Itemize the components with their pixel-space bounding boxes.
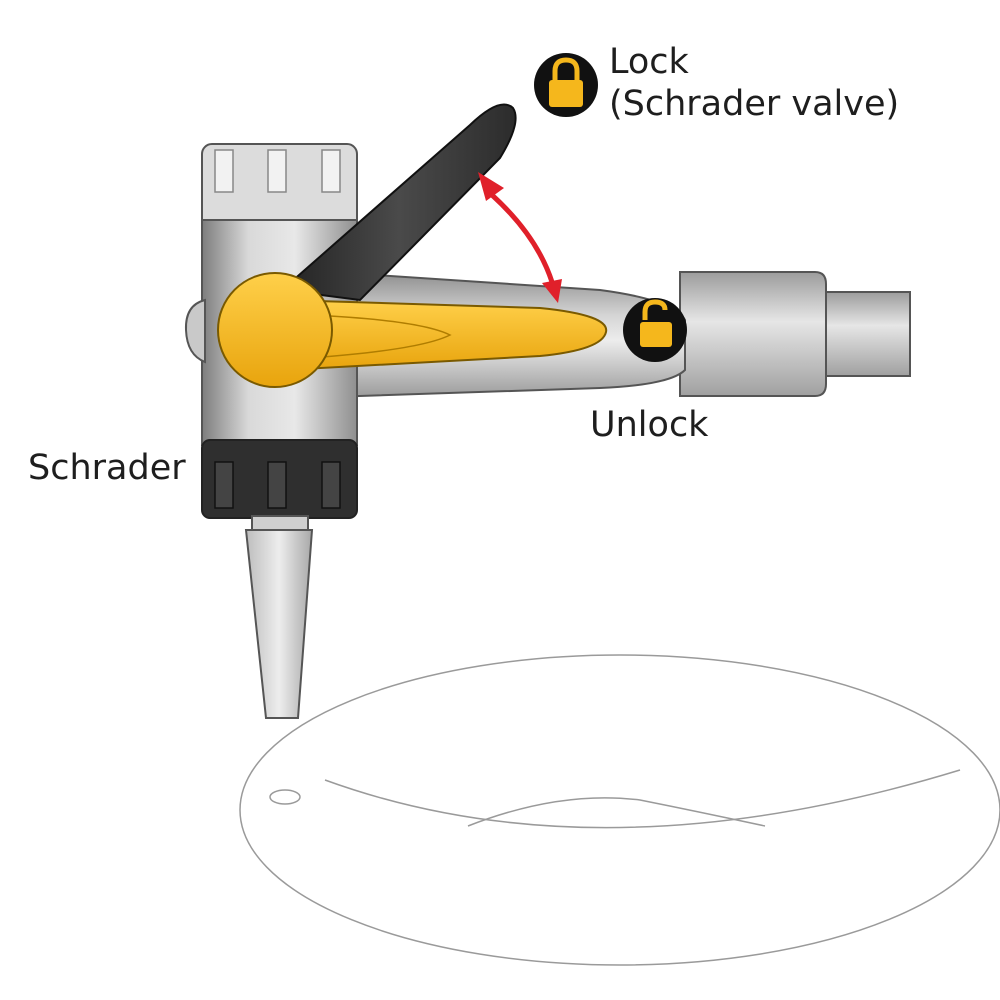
- lever-unlock-position: [217, 272, 608, 388]
- locked-padlock-icon: [534, 53, 598, 117]
- tire-outline: [239, 654, 1000, 966]
- unlocked-padlock-icon: [623, 298, 687, 362]
- unlock-label: Unlock: [590, 405, 709, 445]
- lock-schrader-valve-label: (Schrader valve): [609, 84, 900, 124]
- schrader-nozzle: [244, 515, 314, 719]
- lock-label: Lock: [609, 42, 689, 82]
- schrader-label: Schrader: [28, 448, 186, 488]
- rotation-arrow-icon: [478, 172, 562, 303]
- hose-tube: [679, 271, 911, 397]
- lever-lock-position: [279, 103, 517, 302]
